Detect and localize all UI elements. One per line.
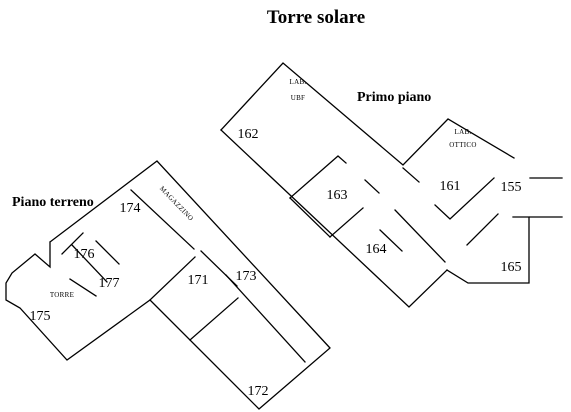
wall-163-164-divider (329, 207, 364, 238)
room-number-175: 175 (30, 309, 51, 324)
room-label-lab-ottico-line1: LAB. (455, 128, 472, 136)
page-title: Torre solare (267, 7, 365, 28)
wall-165-top (466, 213, 499, 246)
wall-corridor-upper (364, 179, 380, 194)
wall-161-doorway (402, 167, 420, 183)
first-floor-outer-wall-lab-ubf (220, 62, 515, 166)
floor-label-ground: Piano terreno (12, 195, 94, 210)
room-number-161: 161 (440, 179, 461, 194)
room-label-lab-ubf-line2: UBF (291, 94, 306, 102)
wall-176-left (71, 244, 108, 283)
first-floor-plan (220, 62, 563, 308)
floor-label-first: Primo piano (357, 90, 431, 105)
wall-174-176 (61, 232, 84, 255)
room-number-174: 174 (120, 201, 141, 216)
room-number-173: 173 (236, 269, 257, 284)
room-label-lab-ubf-line1: LAB. (290, 78, 307, 86)
wall-176-177-divider (95, 240, 120, 265)
room-number-171: 171 (188, 273, 209, 288)
ground-floor-plan (5, 160, 331, 410)
room-label-torre: TORRE (50, 291, 74, 299)
first-floor-outer-wall-bottom-right (446, 216, 530, 284)
ground-floor-outer-wall (5, 160, 331, 410)
room-label-lab-ottico-line2: OTTICO (449, 141, 476, 149)
room-number-163: 163 (327, 188, 348, 203)
room-number-162: 162 (238, 127, 259, 142)
wall-163-top (289, 155, 347, 199)
room-number-177: 177 (99, 276, 120, 291)
wall-174-diagonal (130, 189, 195, 250)
room-number-155: 155 (501, 180, 522, 195)
room-number-164: 164 (366, 242, 387, 257)
room-number-172: 172 (248, 384, 269, 399)
room-number-165: 165 (501, 260, 522, 275)
wall-161-right (434, 177, 495, 220)
wall-173-corridor (225, 274, 306, 363)
wall-corridor-lower (394, 209, 446, 263)
wall-corridor-mid (379, 229, 403, 252)
wall-163-left (289, 197, 331, 238)
wall-171-172 (189, 297, 239, 341)
wall-171-left (149, 256, 196, 301)
room-label-magazzino: MAGAZZINO (158, 185, 195, 223)
first-floor-outer-wall-left (220, 129, 448, 308)
wall-torre-177 (69, 278, 97, 297)
room-number-176: 176 (74, 247, 95, 262)
